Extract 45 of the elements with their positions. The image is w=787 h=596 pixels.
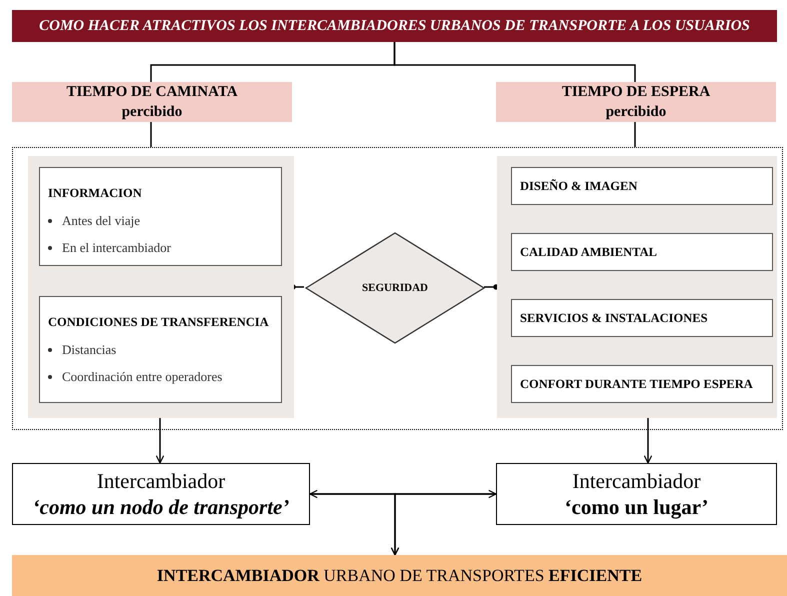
outcome-box [496,463,777,525]
connector-line [484,284,499,290]
factor-box [39,167,282,266]
connector-line [309,490,497,498]
connector-line [156,417,164,464]
diamond-label: SEGURIDAD [362,280,428,296]
result-text: INTERCAMBIADOR URBANO DE TRANSPORTES EFICIENTE [156,564,642,587]
factor-heading: SERVICIOS & INSTALACIONES [520,310,708,327]
header-title: TIEMPO DE ESPERA [562,83,710,102]
factor-heading: CONFORT DURANTE TIEMPO ESPERA [520,376,753,393]
connector-line [150,122,152,147]
bullet-item: En el intercambiador [62,239,172,258]
bullet-item: Distancias [62,340,116,359]
outcome-subtitle: ‘como un nodo de transporte’ [32,494,290,520]
factor-heading: INFORMACION [48,185,143,202]
factor-box [511,233,773,271]
result-banner [12,555,787,596]
group-panel [497,156,777,418]
bullet-item: Coordinación entre operadores [62,368,222,386]
bullet-item: Antes del viaje [62,212,140,230]
connector-line [644,417,652,464]
factor-box [39,296,282,403]
group-panel [28,156,294,418]
factor-heading: CALIDAD AMBIENTAL [520,244,657,261]
outcome-title: Intercambiador [96,468,226,494]
connector-line [634,122,636,147]
title-banner [12,10,777,42]
connector-line [394,42,636,82]
category-header [496,82,776,122]
dotted-frame [12,147,783,430]
factor-heading: CONDICIONES DE TRANSFERENCIA [48,314,270,331]
title-text: COMO HACER ATRACTIVOS LOS INTERCAMBIADORES URBANOS DE TRANSPORTE A LOS USUARIOS [39,16,750,36]
outcome-subtitle: ‘como un lugar’ [564,494,708,520]
connector-line [390,493,496,556]
factor-heading: DISEÑO & IMAGEN [520,178,638,195]
factor-box [511,365,773,403]
outcome-box [12,463,310,525]
header-subtitle: percibido [122,103,182,122]
decision-diamond [305,232,485,344]
header-subtitle: percibido [606,103,666,122]
factor-box [511,167,773,205]
header-title: TIEMPO DE CAMINATA [66,83,238,102]
factor-box [511,299,773,337]
outcome-title: Intercambiador [572,468,701,494]
category-header [12,82,292,122]
